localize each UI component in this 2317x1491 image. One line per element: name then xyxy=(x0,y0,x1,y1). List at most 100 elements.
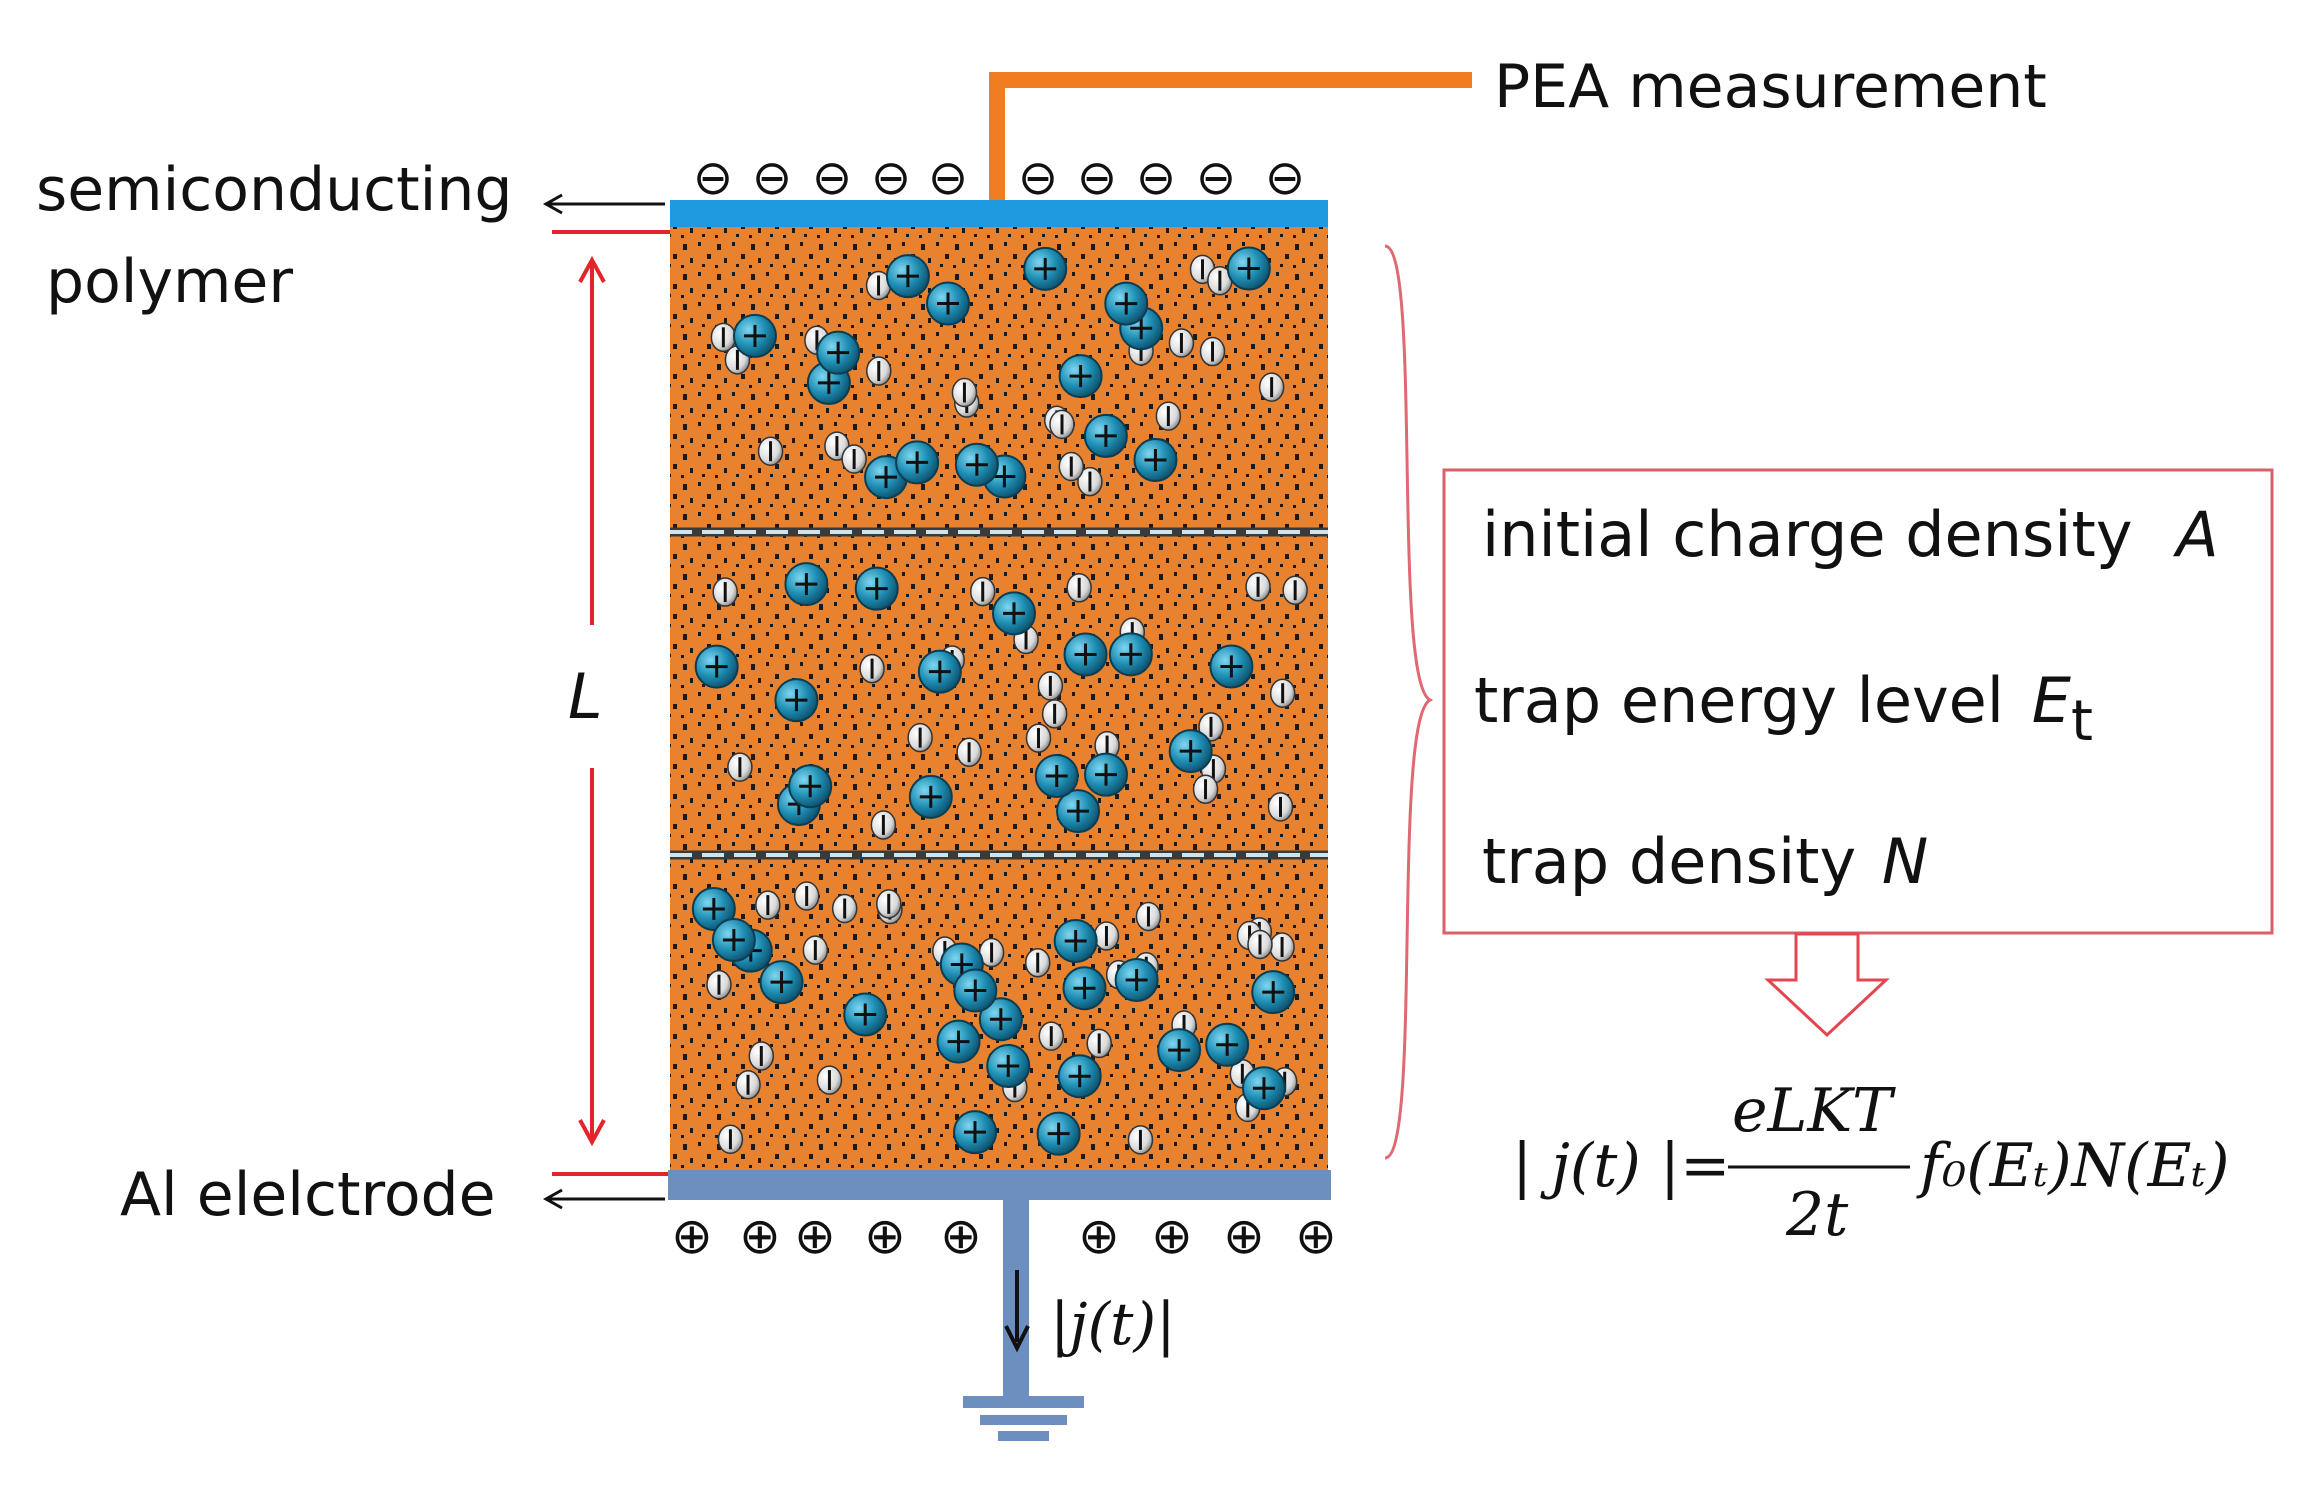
trap-site xyxy=(1038,1021,1065,1051)
trap-site xyxy=(907,722,933,753)
positive-ion xyxy=(953,1110,998,1155)
trap-site xyxy=(1207,265,1233,296)
bottom-charge: ⊕ xyxy=(864,1207,906,1265)
positive-ion xyxy=(1063,632,1108,677)
formula-rhs: f₀(Eₜ)N(Eₜ) xyxy=(1920,1131,2230,1201)
trap-site xyxy=(1093,921,1120,951)
positive-ion xyxy=(691,886,736,931)
trap-site xyxy=(757,436,784,466)
positive-ion xyxy=(1104,281,1149,326)
positive-ion xyxy=(908,774,953,819)
top-charge: ⊖ xyxy=(693,150,733,206)
positive-ion xyxy=(986,1043,1031,1088)
positive-ion xyxy=(694,644,739,689)
trap-site xyxy=(1024,947,1051,978)
charge-particles xyxy=(691,246,1308,1156)
trap-site xyxy=(859,653,885,684)
bottom-charge: ⊕ xyxy=(1078,1207,1120,1265)
top-charge: ⊖ xyxy=(1196,150,1236,206)
top-charge: ⊖ xyxy=(1265,150,1305,206)
positive-ion xyxy=(1168,729,1213,774)
positive-ion xyxy=(1034,754,1079,799)
bottom-charge: ⊕ xyxy=(794,1207,836,1265)
positive-ion xyxy=(816,330,861,375)
top-charge: ⊖ xyxy=(1077,150,1117,206)
positive-ion xyxy=(1251,970,1296,1015)
trap-site xyxy=(1025,723,1052,753)
positive-ion xyxy=(1209,644,1254,689)
trap-site xyxy=(1094,730,1120,761)
parameter-brace xyxy=(1384,244,1434,1160)
positive-ion xyxy=(936,1019,981,1064)
trap-site xyxy=(956,737,982,768)
current-arrow xyxy=(1004,1270,1030,1353)
trap-site xyxy=(1269,678,1296,708)
trap-site xyxy=(1049,409,1075,440)
positive-ion xyxy=(711,918,756,963)
hollow-down-arrow xyxy=(1764,932,1890,1038)
trap-site xyxy=(735,1070,761,1100)
formula-lhs: | j(t) |= xyxy=(1512,1131,1731,1201)
trap-site xyxy=(712,577,738,607)
trap-energy-level-label: trap energy level Et xyxy=(1474,664,2093,754)
trap-site xyxy=(1199,336,1226,367)
semiconducting-label: semiconducting xyxy=(36,155,513,225)
bottom-charge: ⊕ xyxy=(671,1207,713,1265)
trap-site xyxy=(1282,575,1308,605)
thickness-label: L xyxy=(568,660,603,733)
positive-ion xyxy=(843,992,888,1037)
trap-site xyxy=(1267,792,1294,822)
positive-ion xyxy=(1133,437,1178,482)
positive-ion xyxy=(1226,246,1271,291)
trap-site xyxy=(748,1041,775,1071)
trap-site xyxy=(1058,451,1085,482)
positive-ion xyxy=(759,960,804,1005)
positive-ion xyxy=(954,442,999,487)
top-charge: ⊖ xyxy=(871,150,911,206)
top-charge-row: ⊖⊖⊖⊖⊖⊖⊖⊖⊖⊖ xyxy=(693,150,1305,206)
positive-ion xyxy=(1108,632,1153,677)
positive-ion xyxy=(1056,789,1101,834)
initial-charge-density-text: initial charge density xyxy=(1482,498,2133,571)
positive-ion xyxy=(953,968,998,1013)
positive-ion xyxy=(1084,752,1129,797)
positive-ion xyxy=(978,997,1023,1042)
top-charge: ⊖ xyxy=(928,150,968,206)
trap-site xyxy=(978,937,1005,968)
positive-ion xyxy=(1023,246,1068,291)
trap-site xyxy=(1198,712,1224,742)
positive-ion xyxy=(1062,966,1107,1011)
trap-site xyxy=(717,1124,744,1155)
trap-site xyxy=(706,969,732,1000)
positive-ion xyxy=(917,649,962,694)
bottom-charge: ⊕ xyxy=(1151,1207,1193,1265)
trap-density-label: trap density N xyxy=(1482,825,1928,898)
positive-ion xyxy=(784,562,829,607)
positive-ion xyxy=(895,440,940,485)
positive-ion xyxy=(774,678,819,723)
positive-ion xyxy=(1057,1054,1102,1099)
positive-ion xyxy=(1205,1022,1250,1067)
trap-density-symbol: N xyxy=(1881,825,1929,898)
trap-energy-level-symbol: E xyxy=(2031,664,2071,737)
formula-denominator: 2t xyxy=(1786,1180,1849,1250)
positive-ion xyxy=(885,254,930,299)
polymer-label: polymer xyxy=(46,247,294,317)
al-electrode-label: Al elelctrode xyxy=(120,1160,496,1230)
bottom-charge: ⊕ xyxy=(739,1207,781,1265)
initial-charge-density-symbol: A xyxy=(2176,498,2219,571)
positive-ion xyxy=(1058,354,1103,399)
formula-numerator: eLKT xyxy=(1732,1076,1893,1146)
trap-site xyxy=(831,893,858,924)
semiconducting-arrow xyxy=(542,193,665,215)
positive-ion xyxy=(1053,918,1098,963)
trap-site xyxy=(870,810,897,840)
positive-ion xyxy=(1083,413,1128,458)
trap-site xyxy=(1135,901,1162,932)
trap-site xyxy=(793,881,820,911)
trap-density-text: trap density xyxy=(1482,825,1857,898)
bottom-charge: ⊕ xyxy=(1223,1207,1265,1265)
trap-site xyxy=(755,890,781,920)
bottom-charge: ⊕ xyxy=(1295,1207,1337,1265)
